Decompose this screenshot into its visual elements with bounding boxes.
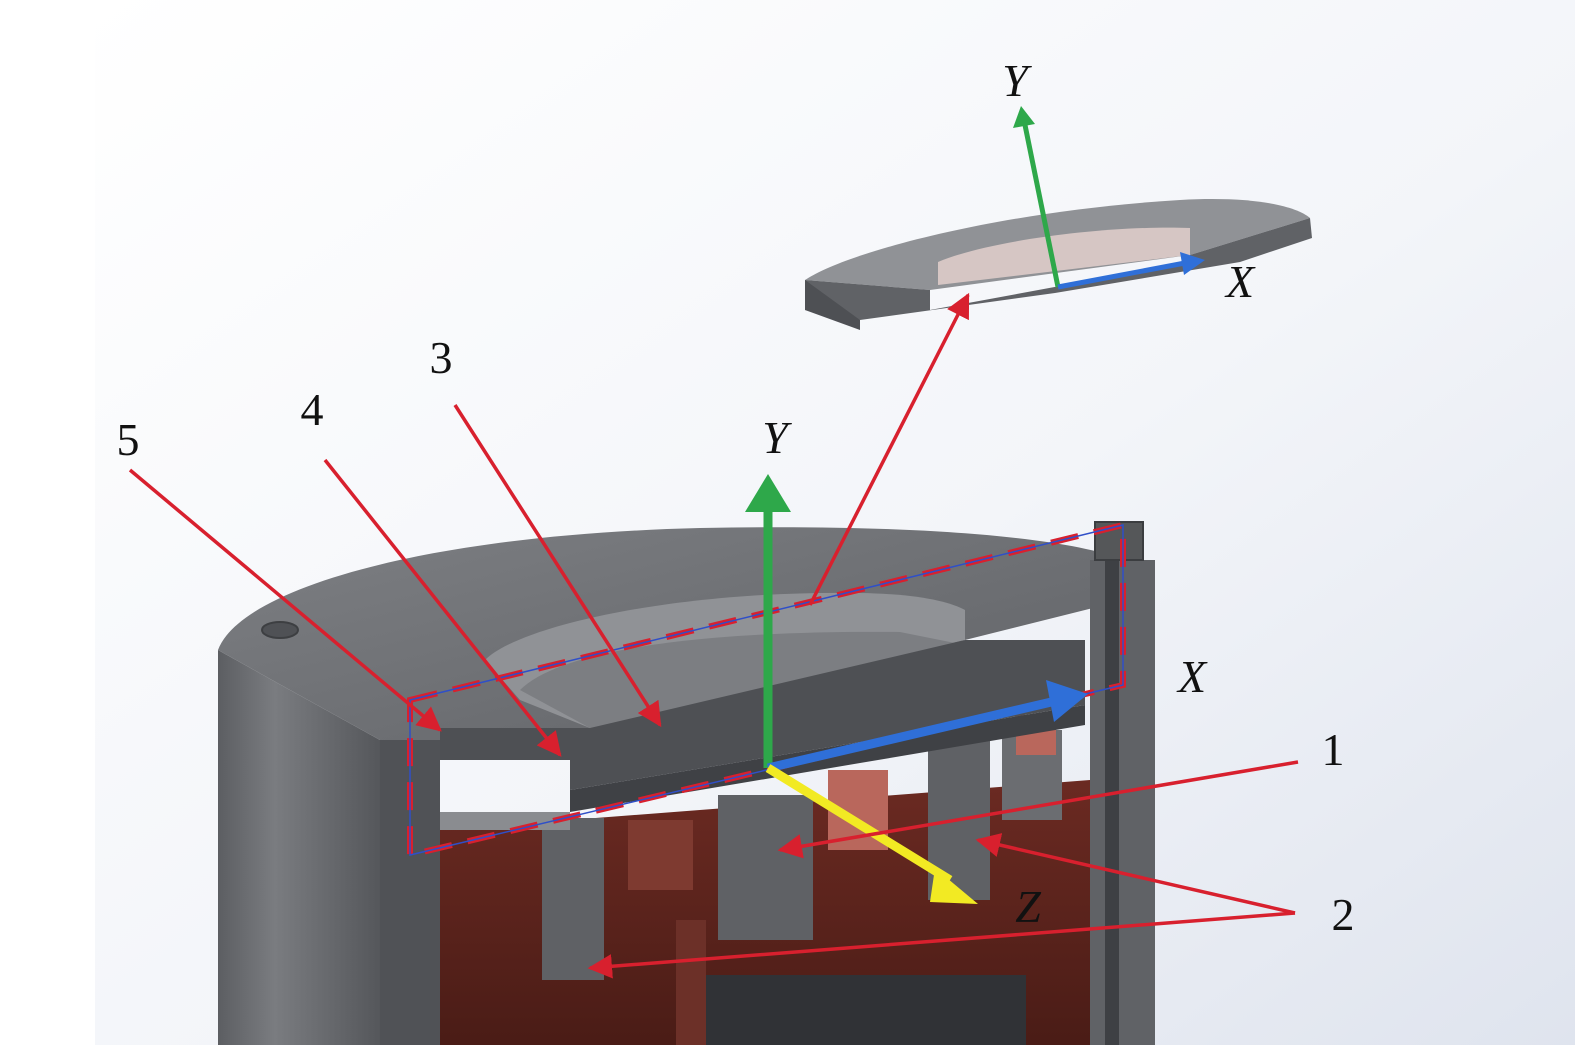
detail-y-axis-label: Y (1002, 55, 1032, 106)
sensor-housing (218, 521, 1155, 1045)
callout-label-4: 4 (301, 384, 324, 435)
callout-arrow-2b (587, 911, 1296, 979)
main-z-arrowhead (930, 868, 978, 904)
callout-label-5: 5 (117, 414, 140, 465)
magnet-center (718, 795, 813, 940)
callout-arrow-3 (453, 404, 662, 728)
callout-arrow-4 (323, 458, 562, 757)
main-y-axis-label: Y (762, 412, 792, 463)
main-x-axis-label: X (1176, 651, 1208, 702)
callout-arrow-detail (808, 292, 970, 606)
main-z-axis (765, 764, 953, 884)
callout-arrows (128, 292, 1299, 979)
mounting-hole (261, 621, 299, 639)
main-axes (745, 474, 1088, 904)
detached-plate (805, 199, 1312, 330)
detail-x-axis-label: X (1224, 256, 1256, 307)
main-y-arrowhead (745, 474, 791, 512)
inner-recess-floor (520, 631, 965, 728)
callout-label-2: 2 (1332, 889, 1355, 940)
section-upper-plate (440, 640, 1085, 790)
main-x-arrowhead (1046, 680, 1088, 722)
detail-x-arrowhead (1180, 252, 1205, 275)
detail-y-arrowhead (1013, 106, 1035, 128)
callout-arrow-1 (777, 760, 1299, 859)
callout-label-3: 3 (430, 332, 453, 383)
detail-axes (1013, 106, 1205, 290)
detached-plate-recess (938, 227, 1190, 285)
main-z-axis-label: Z (1015, 881, 1041, 932)
dashed-region-inner (409, 524, 1124, 856)
detail-y-axis (1022, 124, 1061, 288)
background-left-margin (0, 0, 95, 1045)
coil-left (628, 820, 693, 890)
housing-side (218, 650, 380, 1045)
magnet-left (542, 818, 604, 980)
detached-plate-front (805, 218, 1312, 320)
bottom-plate (706, 975, 1026, 1045)
lower-pillar (676, 920, 706, 1045)
main-x-axis (766, 695, 1062, 773)
callout-arrow-2a (975, 833, 1296, 915)
callout-label-1: 1 (1322, 724, 1345, 775)
callout-arrow-5 (128, 468, 442, 732)
detached-plate-front-lower (805, 280, 860, 330)
right-rail-slot (1105, 560, 1119, 1045)
detail-x-axis (1057, 260, 1186, 290)
